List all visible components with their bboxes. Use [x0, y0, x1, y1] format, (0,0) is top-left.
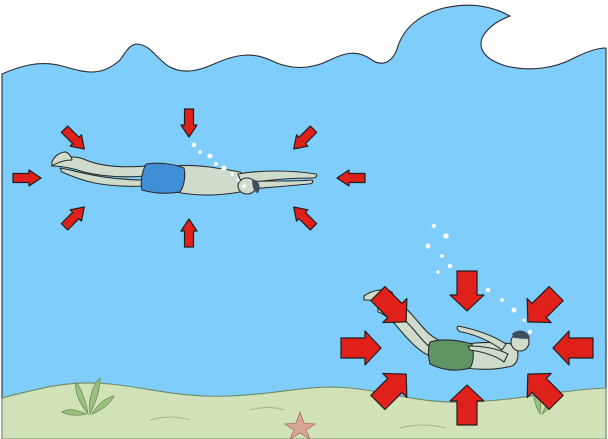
swimmer-hair — [252, 179, 260, 193]
pressure-arrow-icon — [336, 169, 366, 187]
bubble-icon — [191, 142, 247, 189]
deep-pressure-arrows — [340, 270, 594, 426]
pressure-arrow-icon — [370, 372, 408, 411]
bubble-icon — [425, 243, 431, 249]
bubble-icon — [425, 223, 533, 335]
bubble-icon — [229, 171, 235, 177]
swimmer-trunks — [140, 162, 186, 194]
bubble-icon — [436, 270, 440, 274]
pressure-arrow-icon — [449, 384, 485, 426]
bubble-icon — [236, 178, 240, 182]
bubble-icon — [447, 263, 453, 269]
bubble-icon — [499, 297, 505, 303]
starfish-icon — [283, 410, 317, 439]
pressure-arrow-icon — [552, 330, 594, 366]
bubble-icon — [443, 233, 449, 239]
shallow-swimmer — [51, 151, 318, 196]
pressure-arrow-icon — [60, 206, 85, 231]
bubble-icon — [431, 223, 437, 229]
pressure-arrow-icon — [293, 206, 318, 231]
pressure-arrow-icon — [12, 169, 42, 187]
pressure-arrow-icon — [180, 108, 198, 138]
pressure-arrow-icon — [293, 125, 318, 150]
bubble-icon — [527, 329, 533, 335]
pressure-arrow-icon — [449, 270, 485, 312]
swimmer-arm — [467, 345, 509, 363]
swimmer-foot — [51, 151, 73, 167]
bubble-icon — [511, 307, 517, 313]
bubble-icon — [213, 161, 219, 167]
swimmer-trunks — [427, 339, 474, 371]
pressure-arrow-icon — [526, 372, 564, 411]
bubble-icon — [522, 318, 526, 322]
bubble-icon — [485, 287, 491, 293]
swimmer-arm — [456, 325, 507, 351]
pressure-arrow-icon — [340, 330, 382, 366]
shallow-pressure-arrows — [12, 108, 366, 248]
seabed-texture — [149, 407, 447, 429]
bubble-icon — [439, 253, 445, 259]
pressure-arrow-icon — [180, 218, 198, 248]
seabed — [1, 382, 607, 439]
pressure-arrow-icon — [526, 285, 564, 324]
pressure-arrow-icon — [60, 125, 85, 150]
bubble-icon — [191, 142, 197, 148]
bubble-icon — [241, 183, 247, 189]
seaweed-icon — [61, 377, 115, 416]
swimmer-hair — [512, 330, 530, 339]
bubble-icon — [207, 153, 213, 159]
bubble-icon — [198, 150, 202, 154]
bubble-icon — [221, 165, 227, 171]
pressure-arrow-icon — [370, 285, 408, 324]
